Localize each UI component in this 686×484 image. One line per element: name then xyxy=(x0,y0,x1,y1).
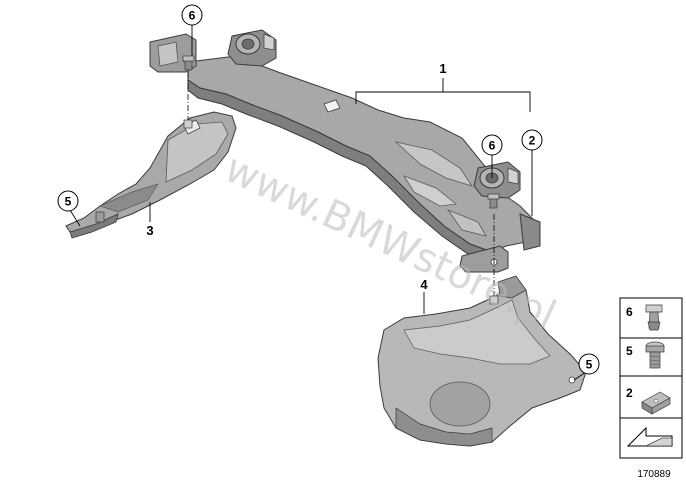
bolt-icon xyxy=(645,341,665,369)
callout-5-right: 5 xyxy=(578,353,600,375)
callout-6-left-label: 6 xyxy=(189,9,196,23)
callout-6-right-label: 6 xyxy=(489,139,496,153)
callout-5-left-label: 5 xyxy=(65,195,72,209)
callout-3-label: 3 xyxy=(146,223,153,238)
callout-5-right-label: 5 xyxy=(586,358,593,372)
legend-5-label: 5 xyxy=(626,344,633,358)
callout-6-left: 6 xyxy=(181,4,203,26)
legend-panel: 6 5 2 xyxy=(619,297,683,459)
diagram-id: 170889 xyxy=(637,469,671,480)
carrier-bracket xyxy=(149,29,541,273)
lower-heat-shield xyxy=(377,275,587,447)
fasteners xyxy=(95,55,500,305)
callout-4-label: 4 xyxy=(420,277,428,292)
legend-2-label: 2 xyxy=(626,386,633,400)
assembly-lines xyxy=(187,72,495,300)
fastener-left-top xyxy=(182,55,195,71)
direction-arrow-icon xyxy=(626,426,673,447)
fastener-part5-left xyxy=(95,211,105,223)
left-grommet xyxy=(227,29,277,67)
spring-clip-icon xyxy=(641,391,671,415)
fastener-right-bottom xyxy=(489,295,499,305)
callout-6-right: 6 xyxy=(481,134,503,156)
leader-lines xyxy=(69,25,587,381)
fastener-left-bottom xyxy=(183,119,193,129)
right-grommet xyxy=(473,161,521,199)
callout-5-left: 5 xyxy=(57,190,79,212)
callout-2: 2 xyxy=(521,129,543,151)
legend-6-label: 6 xyxy=(626,305,633,319)
left-heat-shield xyxy=(65,111,237,239)
callout-2-label: 2 xyxy=(529,134,536,148)
fastener-right-top xyxy=(487,193,500,209)
clip-nut-icon xyxy=(645,304,663,331)
callout-1-label: 1 xyxy=(439,61,446,76)
